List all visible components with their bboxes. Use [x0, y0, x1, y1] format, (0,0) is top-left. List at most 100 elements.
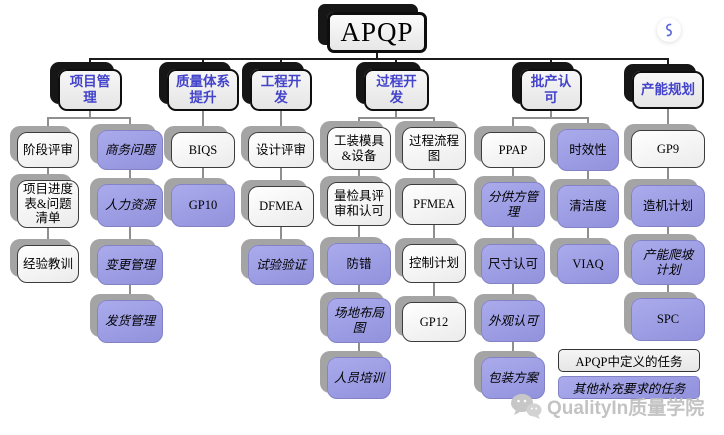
task-gauge-review-approval: 量检具评 审和认可: [327, 182, 391, 226]
task-label: 人员培训: [333, 370, 384, 385]
task-delivery-management: 发货管理: [97, 300, 163, 343]
task-label: SPC: [656, 312, 680, 327]
connector-line: [47, 117, 131, 119]
connector-line: [358, 170, 360, 182]
watermark: QualityIn质量学院: [510, 393, 704, 420]
task-gp12: GP12: [402, 302, 466, 342]
connector-line: [280, 111, 282, 132]
task-error-proofing: 防错: [327, 243, 391, 285]
task-label: 人力资源: [104, 198, 155, 213]
connector-line: [89, 58, 669, 60]
task-label: PFMEA: [413, 197, 455, 212]
connector-line: [433, 283, 435, 302]
connector-line: [47, 228, 49, 245]
header-label: 批产认 可: [530, 74, 572, 105]
header-capacity-planning: 产能规划: [632, 71, 704, 109]
task-label: 阶段评审: [22, 142, 73, 157]
connector-line: [47, 168, 49, 180]
connector-line: [587, 171, 589, 185]
connector-line: [280, 58, 282, 69]
task-label: 清洁度: [569, 199, 607, 214]
connector-line: [512, 227, 514, 244]
connector-line: [358, 226, 360, 243]
task-dfmea: DFMEA: [248, 186, 314, 227]
connector-line: [358, 285, 360, 298]
task-supplier-management: 分供方管 理: [481, 182, 545, 227]
task-appearance-approval: 外观认可: [481, 300, 545, 342]
task-label: 控制计划: [408, 256, 459, 271]
connector-line: [358, 117, 435, 119]
task-tooling-and-equipment: 工装模具 &设备: [327, 127, 391, 170]
header-label: 项目管 理: [69, 74, 111, 105]
task-label: PPAP: [498, 142, 528, 157]
connector-line: [550, 58, 552, 69]
connector-line: [395, 58, 397, 69]
task-label: 场地布局 图: [333, 305, 384, 335]
connector-line: [202, 58, 204, 69]
watermark-brand: QualityIn质量学院: [547, 398, 705, 419]
wechat-icon: [511, 394, 542, 419]
connector-line: [129, 170, 131, 184]
connector-line: [512, 342, 514, 357]
connector-line: [512, 284, 514, 300]
connector-line: [512, 168, 514, 182]
task-capacity-ramp-up-plan: 产能爬坡 计划: [631, 240, 705, 285]
task-label: 发货管理: [104, 314, 155, 329]
task-test-validation: 试验验证: [248, 245, 314, 285]
root-label: APQP: [340, 16, 414, 47]
connector-line: [433, 225, 435, 244]
task-label: GP10: [188, 198, 218, 213]
share-button[interactable]: [657, 18, 681, 42]
task-label: 量检具评 审和认可: [333, 189, 384, 218]
task-design-review: 设计评审: [248, 132, 314, 168]
task-label: VIAQ: [572, 256, 604, 271]
task-label: 商务问题: [104, 142, 155, 157]
connector-line: [667, 285, 669, 298]
task-label: 经验教训: [22, 256, 73, 271]
task-label: GP12: [419, 314, 449, 329]
connector-line: [433, 117, 435, 127]
task-biqs: BIQS: [171, 132, 235, 168]
header-process-development: 过程开 发: [364, 69, 429, 111]
legend-label: APQP中定义的任务: [575, 355, 683, 369]
task-process-flow-diagram: 过程流程 图: [402, 127, 466, 170]
task-site-layout: 场地布局 图: [327, 298, 391, 343]
task-business-issues: 商务问题: [97, 130, 163, 170]
task-label: 时效性: [569, 142, 607, 157]
header-label: 过程开 发: [376, 74, 417, 105]
connector-line: [587, 228, 589, 244]
connector-line: [280, 227, 282, 245]
task-label: GP9: [656, 141, 680, 156]
header-label: 产能规划: [641, 82, 695, 98]
connector-line: [129, 285, 131, 300]
header-label: 工程开 发: [260, 74, 302, 105]
connector-line: [202, 168, 204, 184]
connector-line: [358, 343, 360, 357]
task-schedule-and-issue-list: 项目进度 表&问题 清单: [17, 180, 79, 228]
connector-line: [667, 168, 669, 185]
connector-line: [129, 117, 131, 130]
task-human-resources: 人力资源: [97, 184, 163, 227]
task-cleanliness: 清洁度: [557, 185, 619, 228]
header-engineering-development: 工程开 发: [250, 69, 312, 111]
connector-line: [376, 53, 378, 59]
connector-line: [667, 109, 669, 130]
task-label: 过程流程 图: [408, 133, 459, 163]
connector-line: [89, 58, 91, 69]
connector-line: [512, 117, 514, 132]
task-label: 包装方案: [487, 370, 538, 385]
task-stage-review: 阶段评审: [17, 132, 79, 168]
task-label: 试验验证: [255, 257, 306, 272]
connector-line: [358, 117, 360, 127]
task-label: 分供方管 理: [487, 189, 538, 219]
task-gp10: GP10: [171, 184, 235, 227]
task-control-plan: 控制计划: [402, 244, 466, 283]
connector-line: [129, 227, 131, 245]
connector-line: [667, 227, 669, 240]
legend-defined-task: APQP中定义的任务: [558, 349, 700, 372]
connector-line: [202, 111, 204, 132]
task-label: 防错: [346, 256, 372, 271]
header-project-management: 项目管 理: [58, 69, 122, 111]
connector-line: [89, 111, 91, 117]
